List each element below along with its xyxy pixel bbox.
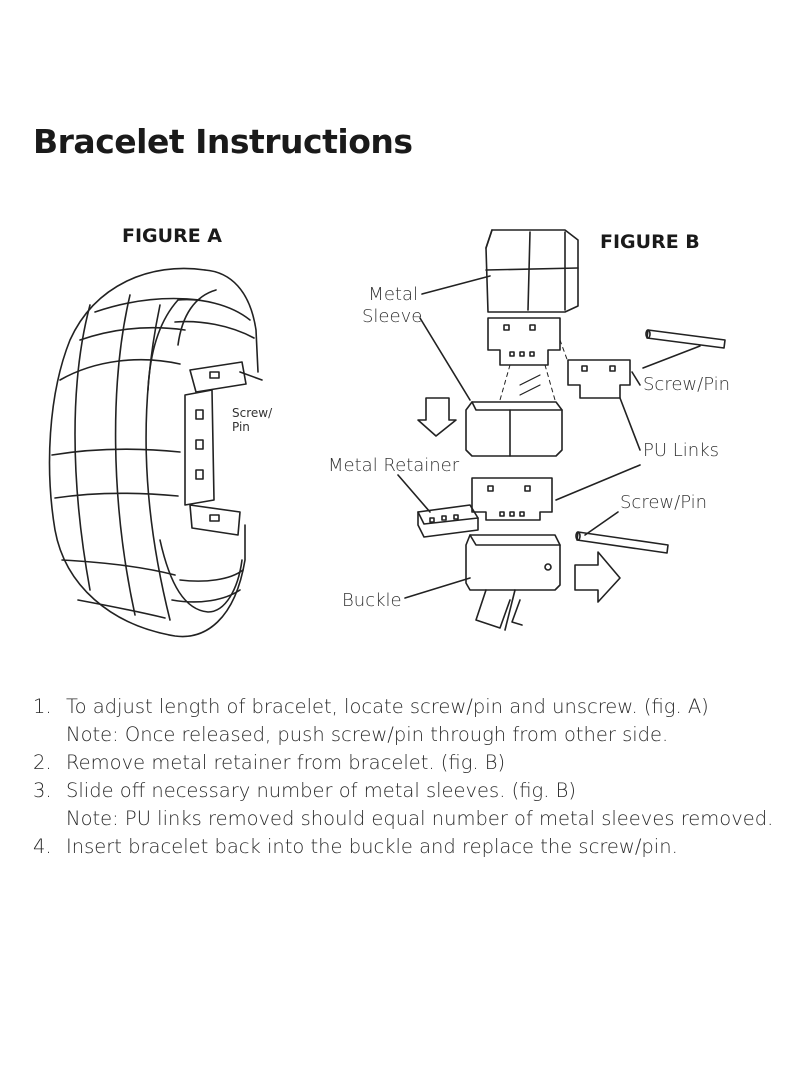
instruction-steps: 1. To adjust length of bracelet, locate … bbox=[33, 693, 793, 861]
figure-b-label-pu-links: PU Links bbox=[643, 440, 719, 461]
metal-sleeve-line1: Metal bbox=[368, 284, 418, 305]
step-note: Note: PU links removed should equal numb… bbox=[66, 807, 774, 830]
figure-a-label-screw-pin: Screw/ Pin bbox=[232, 406, 272, 434]
step-note: Note: Once released, push screw/pin thro… bbox=[66, 723, 669, 746]
figure-b-label-buckle: Buckle bbox=[342, 590, 402, 611]
figure-b-label-metal-retainer: Metal Retainer bbox=[328, 455, 460, 476]
figure-a-label-pin-line2: Pin bbox=[232, 420, 250, 434]
figure-a-label-screw-line1: Screw/ bbox=[232, 406, 273, 420]
figure-b-exploded-drawing bbox=[397, 229, 726, 631]
step-text: Insert bracelet back into the buckle and… bbox=[66, 835, 678, 858]
figure-b-label-screw-pin-top: Screw/Pin bbox=[643, 374, 731, 395]
figure-a-heading: FIGURE A bbox=[122, 225, 223, 247]
step-4: 4. Insert bracelet back into the buckle … bbox=[33, 833, 793, 861]
step-3: 3. Slide off necessary number of metal s… bbox=[33, 777, 793, 833]
step-text: Slide off necessary number of metal slee… bbox=[66, 779, 576, 802]
step-text: Remove metal retainer from bracelet. (fi… bbox=[66, 751, 506, 774]
step-number: 2. bbox=[33, 751, 52, 774]
figure-b-heading: FIGURE B bbox=[600, 231, 700, 253]
step-number: 4. bbox=[33, 835, 52, 858]
figure-a-bracelet-drawing bbox=[48, 267, 263, 638]
step-number: 1. bbox=[33, 695, 52, 718]
step-1: 1. To adjust length of bracelet, locate … bbox=[33, 693, 793, 749]
step-2: 2. Remove metal retainer from bracelet. … bbox=[33, 749, 793, 777]
figure-b-label-screw-pin-bottom: Screw/Pin bbox=[620, 492, 708, 513]
step-number: 3. bbox=[33, 779, 52, 802]
page-title: Bracelet Instructions bbox=[33, 122, 413, 161]
step-text: To adjust length of bracelet, locate scr… bbox=[66, 695, 709, 718]
metal-sleeve-line2: Sleeve bbox=[362, 306, 423, 327]
figure-b-label-metal-sleeve: Metal Sleeve bbox=[362, 284, 423, 328]
